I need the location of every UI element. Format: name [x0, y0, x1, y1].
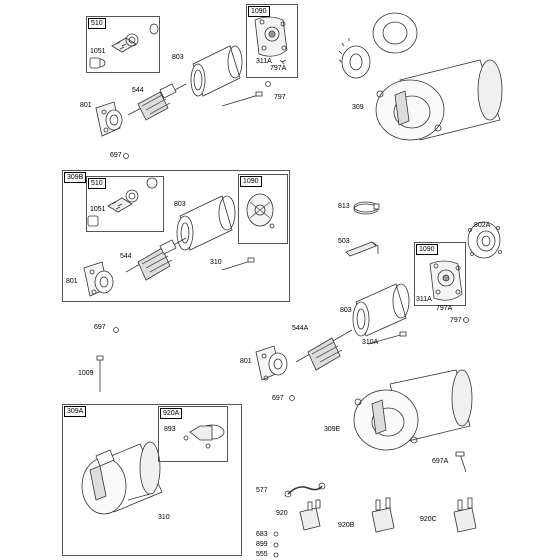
label-r-311a: 311A	[416, 296, 432, 303]
label-b-920c: 920C	[420, 516, 437, 523]
label-mid-544: 544	[120, 253, 132, 260]
label-b-683: 683	[256, 531, 268, 538]
label-b-920b: 920B	[338, 522, 355, 529]
box-mid-309b	[62, 170, 290, 302]
label-top-801: 801	[80, 102, 92, 109]
label-mid-1051: 1051	[90, 206, 106, 213]
top-frame-803	[190, 45, 243, 97]
top-bolt	[221, 91, 263, 107]
label-b-310: 310	[158, 514, 170, 521]
label-top-311a: 311A	[256, 58, 272, 65]
screw-683	[273, 531, 279, 537]
label-mid-310: 310	[210, 259, 222, 266]
clamp-813	[353, 201, 380, 215]
label-r-697: 697	[272, 395, 284, 402]
mid-bolt-310	[221, 257, 255, 271]
tag-bottom-920a: 920A	[160, 408, 183, 419]
top-pinion-assembly	[89, 23, 159, 69]
label-top-1051: 1051	[90, 48, 106, 55]
mid-frame-803	[176, 195, 236, 251]
box-top-1090	[246, 4, 298, 78]
left-nut-697	[113, 327, 119, 333]
label-b-577: 577	[256, 487, 268, 494]
box-mid-1090	[238, 174, 288, 244]
top-end-cap-1090	[254, 16, 288, 65]
mid-armature-544	[125, 237, 187, 281]
box-bottom-309a	[62, 404, 242, 556]
switch-920b	[371, 497, 395, 533]
right-armature-544a	[295, 329, 353, 371]
top-screw-797	[265, 81, 271, 87]
nut-899	[273, 542, 279, 548]
label-r-503: 503	[338, 238, 350, 245]
right-screw-797	[463, 317, 469, 323]
label-r-801: 801	[240, 358, 252, 365]
switch-920c	[453, 497, 477, 533]
label-b-899: 899	[256, 541, 268, 548]
box-right-1090	[414, 242, 466, 306]
label-r-310a: 310A	[362, 339, 379, 346]
tag-mid-1090: 1090	[240, 176, 262, 187]
top-motor-309	[338, 12, 503, 141]
starter-309a	[81, 441, 163, 515]
label-l-1009: 1009	[78, 370, 94, 377]
mid-bracket-801	[83, 261, 114, 297]
tag-mid-309b: 309B	[64, 172, 87, 183]
top-nut-697	[123, 153, 129, 159]
label-r-813: 813	[338, 203, 350, 210]
tag-top-510: 510	[88, 18, 106, 29]
label-r-697a: 697A	[432, 458, 449, 465]
label-r-802a: 802A	[474, 222, 491, 229]
label-top-803: 803	[172, 54, 184, 61]
label-r-544a: 544A	[292, 325, 309, 332]
cable-577	[284, 482, 326, 498]
bolt-697a	[455, 451, 467, 473]
label-mid-801: 801	[66, 278, 78, 285]
label-r-803: 803	[340, 307, 352, 314]
label-mid-803: 803	[174, 201, 186, 208]
tag-top-1090: 1090	[248, 6, 270, 17]
tag-bottom-309a: 309A	[64, 406, 87, 417]
label-b-920: 920	[276, 510, 288, 517]
right-nut-697	[289, 395, 295, 401]
right-end-cap-1090	[429, 260, 463, 301]
motor-309e	[353, 369, 473, 451]
right-frame-803	[352, 283, 410, 337]
gasket-802a	[467, 221, 502, 259]
left-bolt-1009	[96, 355, 104, 392]
label-b-555: 555	[256, 551, 268, 558]
top-bracket-801	[95, 101, 123, 137]
top-armature-544	[127, 83, 187, 121]
label-l-697: 697	[94, 324, 106, 331]
label-top-697: 697	[110, 152, 122, 159]
tag-mid-510: 510	[88, 178, 106, 189]
box-top-510	[86, 16, 160, 73]
solenoid-920a	[183, 424, 225, 449]
right-bracket-801	[255, 345, 288, 381]
tag-right-1090: 1090	[416, 244, 438, 255]
label-top-797a: 797A	[270, 65, 287, 72]
label-b-893: 893	[164, 426, 176, 433]
switch-920	[299, 499, 321, 531]
bracket-503	[345, 241, 379, 257]
box-bottom-920a	[158, 406, 228, 462]
label-top-544: 544	[132, 87, 144, 94]
mid-pinion-assembly	[87, 177, 158, 227]
label-top-309: 309	[352, 104, 364, 111]
mid-end-cap-1090	[246, 193, 275, 229]
box-mid-510	[86, 176, 164, 232]
label-top-797: 797	[274, 94, 286, 101]
label-r-309e: 309E	[324, 426, 341, 433]
label-r-797a: 797A	[436, 305, 453, 312]
screw-555	[273, 552, 279, 558]
right-bolt-310a	[367, 331, 407, 345]
label-r-797: 797	[450, 317, 462, 324]
